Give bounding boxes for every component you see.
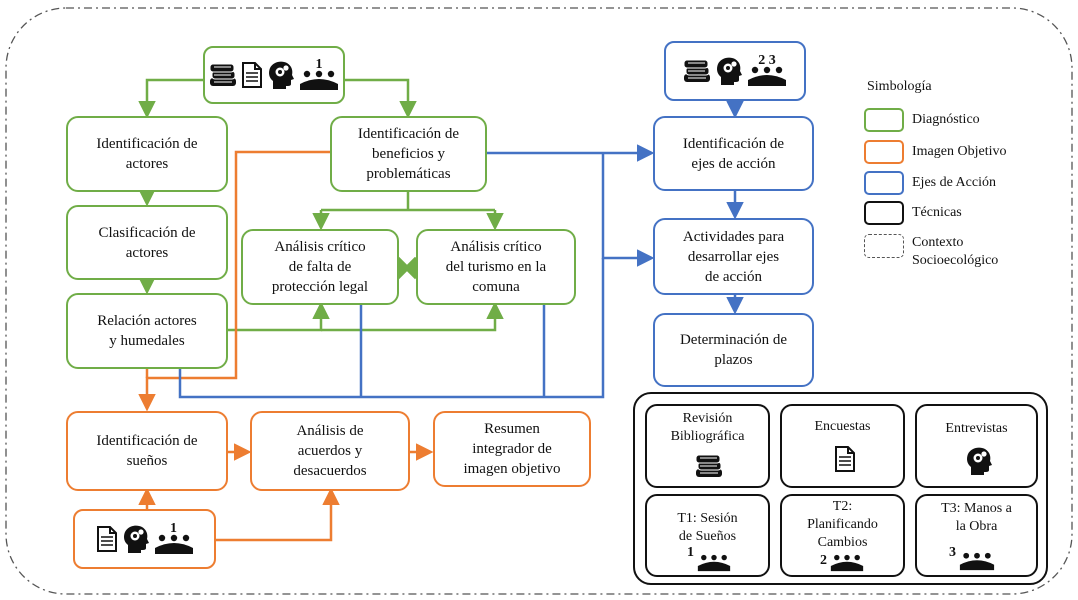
arrow-beneficios-to-suenos — [138, 150, 331, 412]
books-icon — [695, 453, 723, 485]
ejes-accion-technique-icons: 2 3 — [664, 41, 806, 101]
node-analisis-turismo: Análisis crítico del turismo en la comun… — [416, 229, 576, 305]
document-icon — [834, 446, 856, 478]
arrow-beneficios-split — [321, 192, 495, 212]
technique-label: Encuestas — [814, 419, 871, 434]
node-determinacion-plazos: Determinación de plazos — [653, 313, 814, 387]
books-icon — [683, 58, 711, 84]
technique-label: T3: Manos a la Obra — [941, 501, 1012, 534]
technique-label: Entrevistas — [945, 421, 1008, 436]
node-analisis-proteccion: Análisis crítico de falta de protección … — [241, 229, 399, 305]
technique-t2-planificando-cambios: T2: Planificando Cambios 2 — [780, 494, 905, 577]
legend-label-diagnostico: Diagnóstico — [912, 112, 980, 127]
technique-revision-bibliografica: Revisión Bibliográfica — [645, 404, 770, 488]
technique-label: T2: Planificando Cambios — [807, 499, 878, 550]
legend-label-ejes-accion: Ejes de Acción — [912, 175, 996, 190]
arrow-icons-to-beneficios — [343, 78, 417, 119]
legend-swatch-ejes-accion — [864, 171, 904, 195]
node-clasificacion-actores: Clasificación de actores — [66, 205, 228, 280]
group-icon — [959, 552, 995, 578]
arrow-relacion-to-proteccion — [226, 301, 330, 332]
arrow-icons-to-actores — [138, 78, 205, 119]
books-icon — [209, 62, 237, 88]
node-analisis-acuerdos: Análisis de acuerdos y desacuerdos — [250, 411, 410, 491]
head-gears-icon — [965, 446, 993, 482]
technique-label: T1: Sesión de Sueños — [677, 511, 738, 544]
node-actividades: Actividades para desarrollar ejes de acc… — [653, 218, 814, 295]
group-icon-number: 2 3 — [758, 53, 776, 68]
legend-swatch-contexto — [864, 234, 904, 258]
node-relacion-actores: Relación actores y humedales — [66, 293, 228, 369]
head-gears-icon — [122, 524, 150, 554]
legend-swatch-diagnostico — [864, 108, 904, 132]
node-identificacion-suenos: Identificación de sueños — [66, 411, 228, 491]
group-icon — [697, 554, 731, 579]
arrow-bus-to-right — [178, 258, 605, 399]
head-gears-icon — [267, 60, 295, 90]
group-icon: 2 3 — [747, 54, 787, 88]
legend-title: Simbología — [867, 79, 932, 94]
arrow-icons-to-acuerdos — [214, 487, 340, 542]
group-icon — [830, 554, 864, 579]
group-icon-number: 1 — [170, 521, 177, 536]
arrow-relacion-to-turismo — [321, 301, 504, 332]
head-gears-icon — [715, 56, 743, 86]
technique-entrevistas: Entrevistas — [915, 404, 1038, 488]
document-icon — [241, 62, 263, 88]
legend-label-contexto: Contexto Socioecológico — [912, 235, 999, 268]
legend-swatch-imagen-objetivo — [864, 140, 904, 164]
imagen-objetivo-technique-icons: 1 — [73, 509, 216, 569]
node-resumen-integrador: Resumen integrador de imagen objetivo — [433, 411, 591, 487]
technique-t3-manos-obra: T3: Manos a la Obra 3 — [915, 494, 1038, 577]
context-frame — [5, 7, 1073, 595]
node-identificacion-actores: Identificación de actores — [66, 116, 228, 192]
technique-encuestas: Encuestas — [780, 404, 905, 488]
group-icon: 1 — [299, 58, 339, 92]
technique-t1-sesion-suenos: T1: Sesión de Sueños 1 — [645, 494, 770, 577]
legend-label-imagen-objetivo: Imagen Objetivo — [912, 144, 1007, 159]
node-identificacion-ejes: Identificación de ejes de acción — [653, 116, 814, 191]
arrow-to-actividades — [601, 153, 655, 267]
legend-swatch-tecnicas — [864, 201, 904, 225]
group-icon: 1 — [154, 522, 194, 556]
technique-number: 3 — [949, 545, 956, 560]
group-icon-number: 1 — [315, 57, 323, 72]
document-icon — [96, 526, 118, 552]
technique-number: 1 — [687, 545, 694, 560]
node-identificacion-beneficios: Identificación de beneficios y problemát… — [330, 116, 487, 192]
technique-label: Revisión Bibliográfica — [670, 411, 745, 444]
legend-label-tecnicas: Técnicas — [912, 205, 962, 220]
diagnostico-technique-icons: 1 — [203, 46, 345, 104]
technique-number: 2 — [820, 553, 827, 568]
